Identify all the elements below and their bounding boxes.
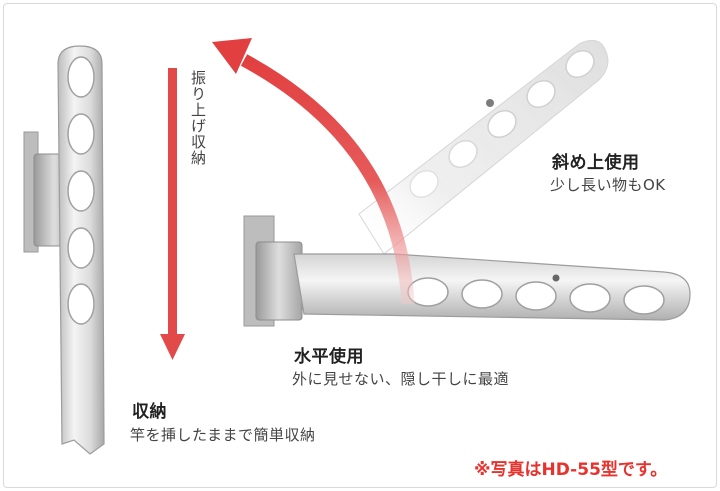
- diagonal-hanger: [358, 40, 609, 255]
- curved-arrow: [212, 38, 415, 305]
- product-photo-panel: 振り上げ収納 斜め上使用 少し長い物もOK 水平使用 外に見せない、隠し干しに最…: [3, 3, 717, 488]
- diagonal-desc: 少し長い物もOK: [550, 176, 666, 194]
- stored-title: 収納: [132, 402, 167, 422]
- horizontal-desc: 外に見せない、隠し干しに最適: [292, 370, 510, 388]
- horizontal-title: 水平使用: [294, 347, 364, 367]
- diagonal-title: 斜め上使用: [552, 153, 640, 173]
- down-arrow: [160, 68, 185, 360]
- stored-hanger: [23, 45, 105, 455]
- raise-stow-label: 振り上げ収納: [189, 70, 207, 166]
- hanger-illustration: [23, 38, 691, 455]
- stored-desc: 竿を挿したままで簡単収納: [130, 426, 316, 444]
- horizontal-hanger: [243, 215, 691, 327]
- model-note: ※写真はHD-55型です。: [474, 460, 668, 480]
